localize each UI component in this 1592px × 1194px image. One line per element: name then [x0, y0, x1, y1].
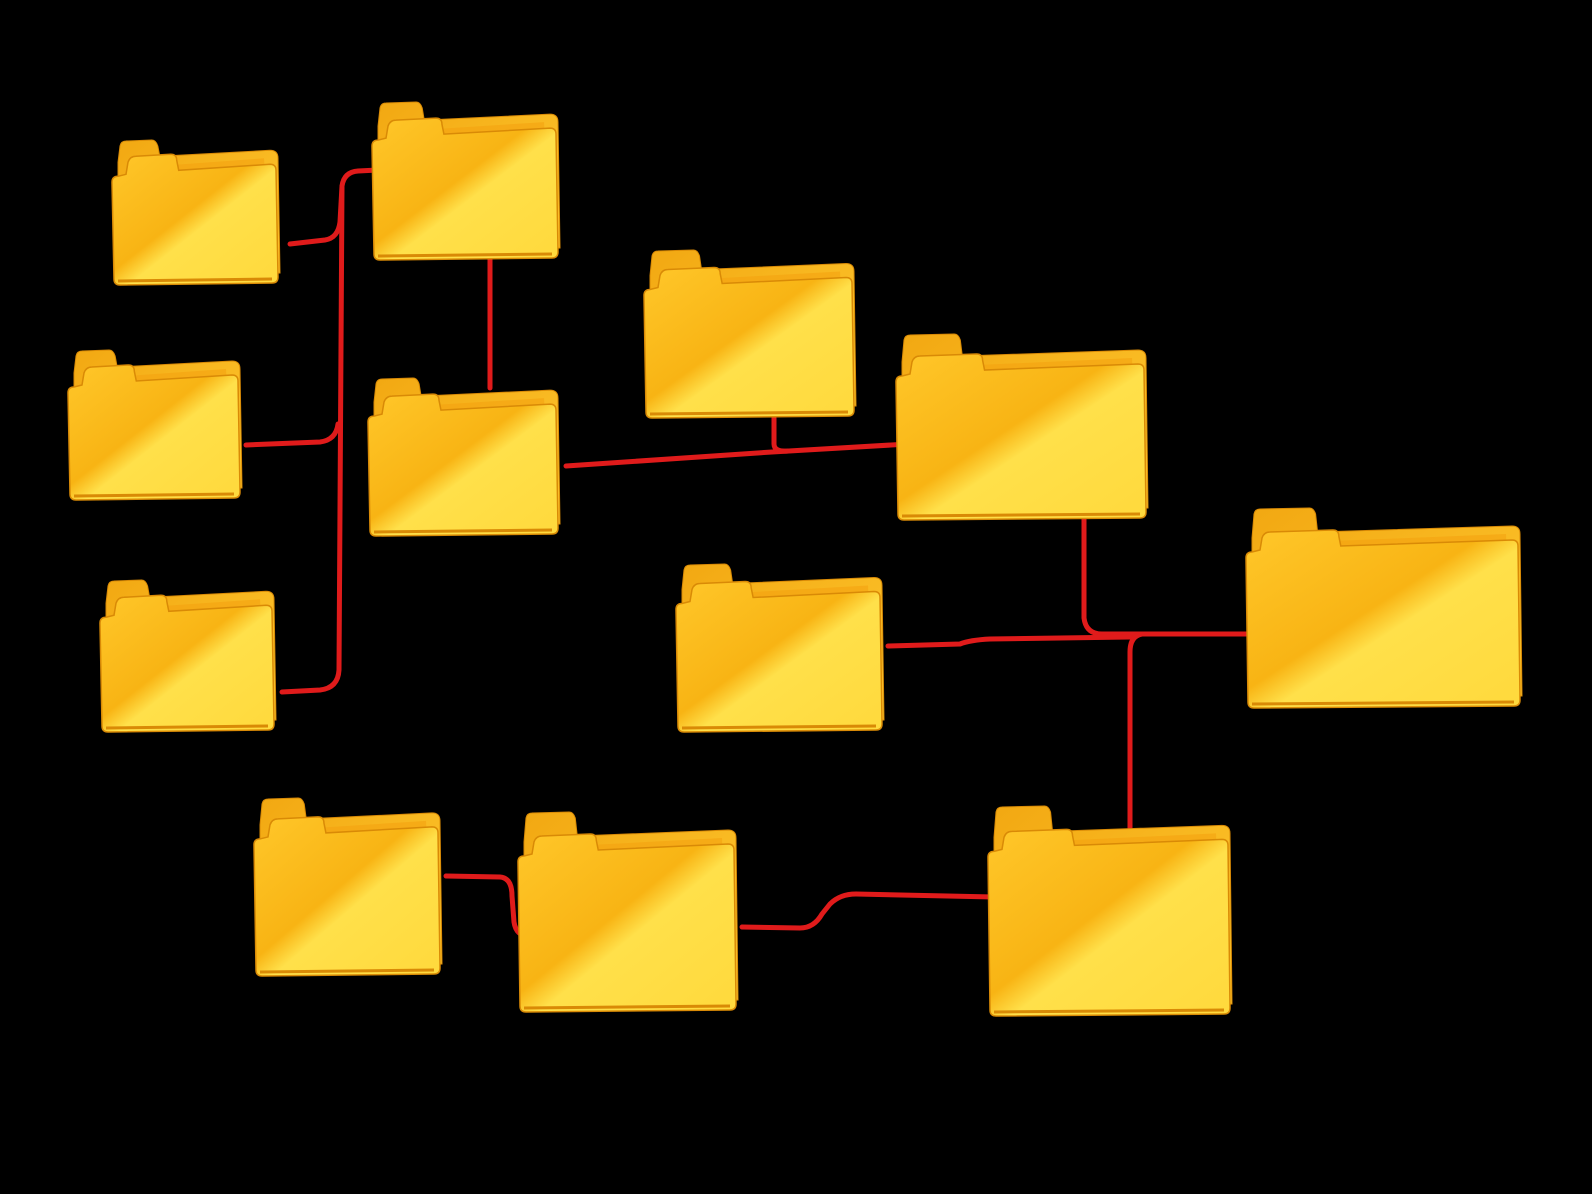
folder-front [253, 816, 441, 977]
folder-icon[interactable] [99, 579, 277, 733]
folder-icon[interactable] [253, 797, 443, 977]
folder-group [67, 101, 1523, 1017]
folder-icon[interactable] [987, 805, 1233, 1017]
folder-lip [649, 410, 849, 416]
folder-icon[interactable] [517, 811, 739, 1013]
folder-icon[interactable] [643, 249, 857, 419]
folder-front [895, 353, 1147, 521]
folder-front [987, 828, 1231, 1017]
folder-icon[interactable] [675, 563, 885, 733]
folder-front [67, 364, 241, 501]
folder-lip [1251, 700, 1515, 706]
folder-lip [377, 252, 553, 258]
folder-front [517, 833, 737, 1013]
folder-lip [523, 1004, 731, 1010]
folder-icon[interactable] [1245, 507, 1523, 709]
folder-lip [259, 968, 435, 974]
folder-lip [681, 724, 877, 730]
folder-icon[interactable] [67, 349, 243, 501]
folder-front [371, 117, 559, 261]
folder-icon[interactable] [371, 101, 561, 261]
connector-line [563, 441, 911, 469]
connector-line [771, 415, 791, 454]
connector-line [885, 634, 1133, 649]
folder-icon[interactable] [367, 377, 561, 537]
folder-icon[interactable] [895, 333, 1149, 521]
connector-line [287, 167, 381, 247]
folder-lip [993, 1008, 1225, 1014]
folder-lip [901, 512, 1141, 518]
folder-front [1245, 529, 1521, 709]
folder-front [367, 393, 559, 537]
folder-lip [73, 492, 235, 498]
connector-line [739, 891, 997, 931]
connector-line [279, 183, 345, 695]
connector-line [443, 873, 533, 940]
folder-front [111, 153, 279, 286]
folder-lip [117, 277, 273, 283]
connector-line [243, 421, 341, 448]
folder-lip [373, 528, 553, 534]
folder-lip [105, 724, 269, 730]
folder-front [643, 266, 855, 419]
connector-line [1081, 515, 1249, 637]
connector-line [1127, 631, 1145, 837]
folder-icon[interactable] [111, 139, 281, 286]
folder-front [99, 594, 275, 733]
folder-front [675, 580, 883, 733]
